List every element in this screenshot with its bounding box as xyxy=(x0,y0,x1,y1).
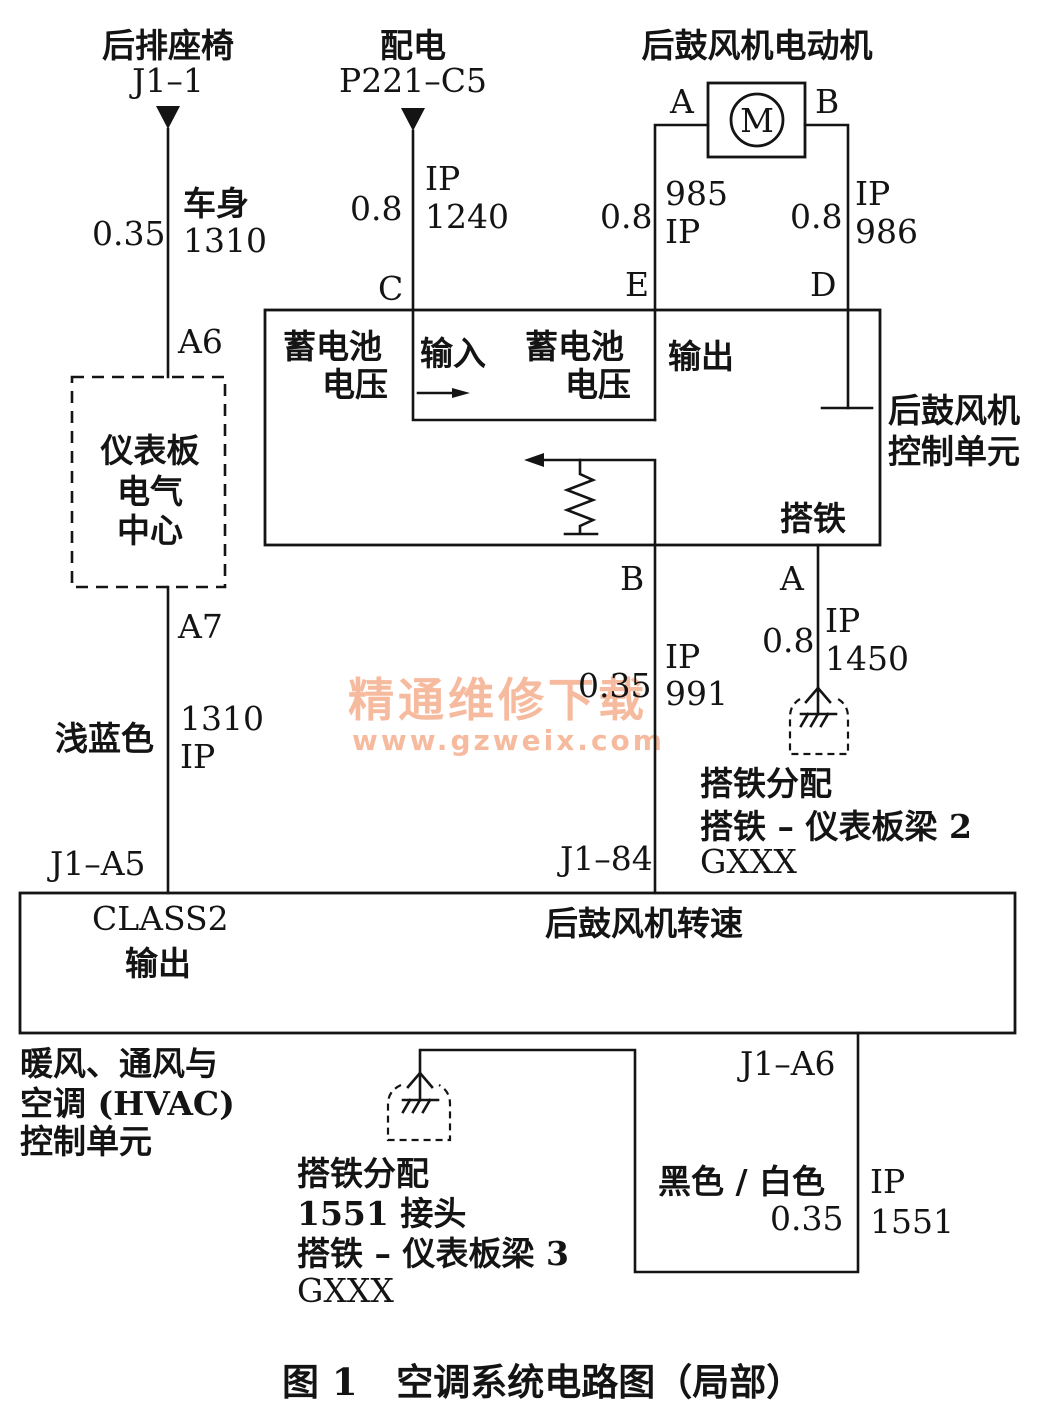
wire-1310-lower-harness: IP xyxy=(180,737,215,776)
wire-1551-color: 黑色 / 白色 xyxy=(658,1162,825,1201)
wire-986-circuit: 986 xyxy=(855,212,918,251)
wire-1240-harness: IP xyxy=(425,159,460,198)
power-distribution-connector-triangle xyxy=(401,108,425,131)
ip-center-name-line-3: 中心 xyxy=(117,511,183,550)
rear-blower-control-module-box xyxy=(263,308,882,547)
ip-center-name-line-2: 电气 xyxy=(117,472,183,511)
module-ground-label: 搭铁 xyxy=(780,499,846,538)
battery-voltage-out-line-2: 电压 xyxy=(565,365,631,404)
wire-986-gauge: 0.8 xyxy=(790,197,842,236)
wire-985-harness: IP xyxy=(665,212,700,251)
watermark: 精通维修下载 www.gzweix.com xyxy=(348,673,665,757)
pull-up-resistor xyxy=(563,458,597,535)
module-pin-b: B xyxy=(620,559,644,598)
wire-1310-lower-circuit: 1310 xyxy=(180,699,264,738)
rear-seat-pin: J1–1 xyxy=(129,61,204,100)
hvac-name-line-2: 空调 (HVAC) xyxy=(20,1084,235,1123)
rear-seat-label: 后排座椅 xyxy=(102,26,234,65)
rear-seat-connector-triangle xyxy=(156,106,180,129)
ground-1-line-3: GXXX xyxy=(700,842,797,881)
wire-1310-upper-gauge: 0.35 xyxy=(92,214,165,253)
battery-voltage-in-line-1: 蓄电池 xyxy=(283,327,382,366)
module-pin-a: A xyxy=(779,559,805,598)
wire-991-gauge: 0.35 xyxy=(578,666,651,705)
wire-1310-lower-color: 浅蓝色 xyxy=(55,719,154,758)
ground-2-line-2: 1551 接头 xyxy=(297,1194,466,1233)
watermark-url: www.gzweix.com xyxy=(352,724,665,757)
motor-box xyxy=(706,81,807,159)
hvac-control-module-box xyxy=(18,891,1017,1035)
wire-1551 xyxy=(418,1031,860,1274)
ground-2-line-1: 搭铁分配 xyxy=(297,1154,429,1193)
module-name-line-2: 控制单元 xyxy=(888,432,1020,471)
wire-1310-upper-harness: 车身 xyxy=(183,184,249,223)
wire-985-gauge: 0.8 xyxy=(600,197,652,236)
battery-voltage-arrowhead xyxy=(452,388,470,398)
wire-991-circuit: 991 xyxy=(665,674,728,713)
power-distribution-pin: P221–C5 xyxy=(339,61,487,100)
wire-1450-circuit: 1450 xyxy=(825,639,909,678)
motor-symbol: M xyxy=(740,101,774,140)
ground-1-line-2: 搭铁 – 仪表板梁 2 xyxy=(700,807,972,846)
hvac-pin-j1-84: J1–84 xyxy=(557,839,653,878)
wire-986-harness: IP xyxy=(855,174,890,213)
wire-985 xyxy=(653,123,710,422)
ground-1-line-1: 搭铁分配 xyxy=(700,764,832,803)
wire-1240-circuit: 1240 xyxy=(425,197,509,236)
ip-electrical-center-box xyxy=(70,375,227,589)
wire-986 xyxy=(803,123,850,410)
hvac-pin-j1-a5: J1–A5 xyxy=(47,844,146,883)
battery-voltage-out-line-1: 蓄电池 xyxy=(525,327,624,366)
motor-circle xyxy=(729,92,785,148)
output-label: 输出 xyxy=(668,337,734,376)
ip-center-name-line-1: 仪表板 xyxy=(100,431,200,470)
blower-speed-label: 后鼓风机转速 xyxy=(545,904,743,943)
watermark-text: 精通维修下载 xyxy=(348,673,648,727)
wire-1551-circuit: 1551 xyxy=(870,1202,954,1241)
rear-blower-motor-label: 后鼓风机电动机 xyxy=(642,26,873,65)
battery-voltage-in-line-2: 电压 xyxy=(322,365,388,404)
module-pin-e: E xyxy=(625,265,649,304)
class2-label: CLASS2 xyxy=(92,899,229,938)
motor-pin-a: A xyxy=(669,82,695,121)
ground-symbol-2 xyxy=(386,1071,452,1142)
wire-985-circuit: 985 xyxy=(665,174,728,213)
wire-1551-harness: IP xyxy=(870,1162,905,1201)
module-name-line-1: 后鼓风机 xyxy=(888,391,1020,430)
hvac-pin-j1-a6: J1–A6 xyxy=(737,1044,836,1083)
wire-1240-gauge: 0.8 xyxy=(350,189,402,228)
speed-signal-arrowhead xyxy=(524,453,544,467)
input-label: 输入 xyxy=(420,334,486,373)
ip-center-pin-a6: A6 xyxy=(177,322,223,361)
class2-output-label: 输出 xyxy=(125,944,191,983)
wire-1240 xyxy=(411,129,657,422)
wire-1551-gauge: 0.35 xyxy=(770,1199,843,1238)
wire-1450-harness: IP xyxy=(825,601,860,640)
module-pin-d: D xyxy=(810,265,836,304)
ground-2-line-3: 搭铁 – 仪表板梁 3 xyxy=(297,1234,569,1273)
hvac-name-line-1: 暖风、通风与 xyxy=(20,1044,218,1083)
power-distribution-label: 配电 xyxy=(380,26,446,65)
wire-1310-upper-circuit: 1310 xyxy=(183,221,267,260)
ground-symbol-1 xyxy=(788,686,850,756)
wire-991 xyxy=(538,458,657,895)
module-pin-c: C xyxy=(378,269,403,308)
ip-center-pin-a7: A7 xyxy=(177,607,223,646)
wire-991-harness: IP xyxy=(665,637,700,676)
hvac-name-line-3: 控制单元 xyxy=(20,1122,152,1161)
ground-2-line-4: GXXX xyxy=(297,1271,394,1310)
motor-pin-b: B xyxy=(815,82,839,121)
wire-1450-gauge: 0.8 xyxy=(762,621,814,660)
figure-caption: 图 1 空调系统电路图（局部） xyxy=(282,1360,803,1404)
